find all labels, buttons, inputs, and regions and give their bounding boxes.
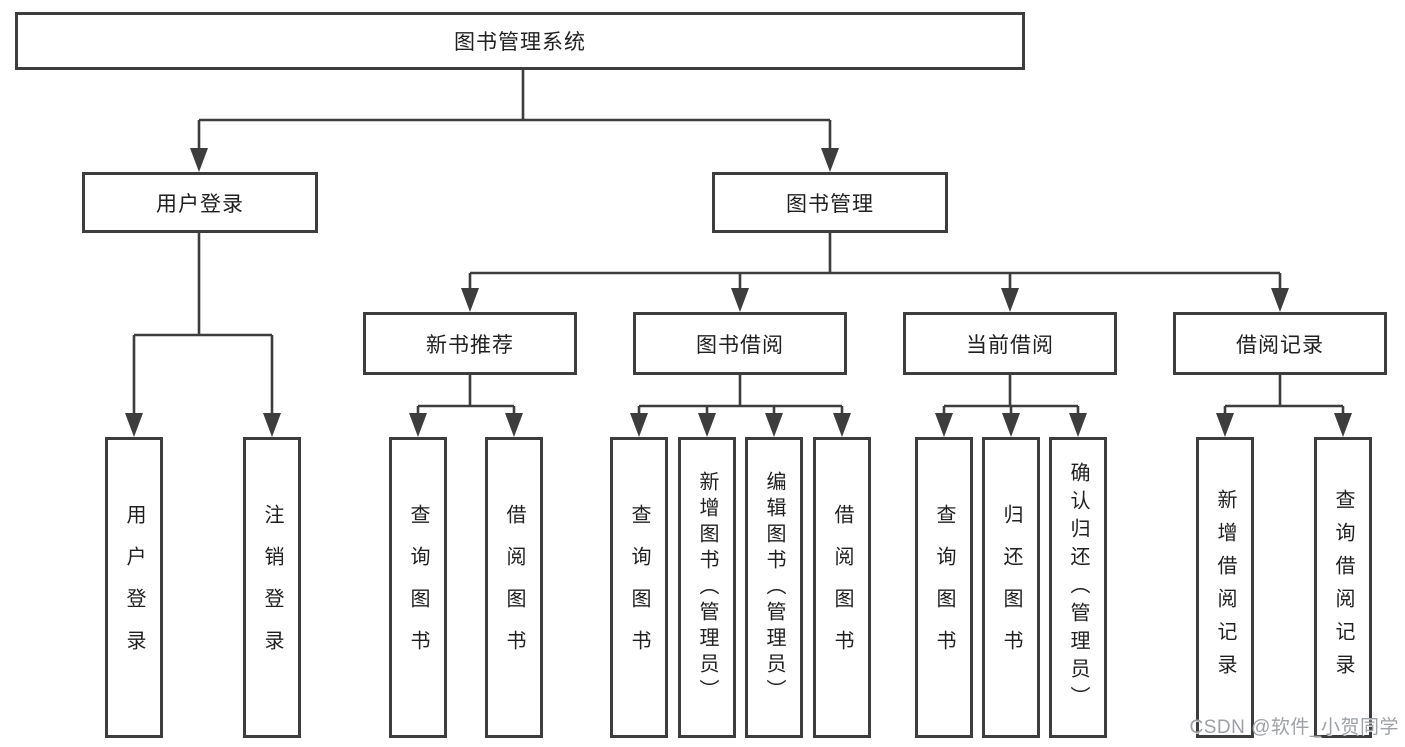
leaf-query-books-recommend: 查询图书 [389,437,447,738]
arrow-down-icon [765,413,783,437]
arrow-down-icon [409,413,427,437]
leaf-borrow-books-recommend: 借阅图书 [485,437,543,738]
node-borrow-records: 借阅记录 [1173,312,1387,375]
edges-current-borrowing-children [935,374,1087,437]
node-label: 注销登录 [261,503,283,672]
arrow-down-icon [731,288,749,312]
node-label: 编辑图书（管理员） [763,470,785,705]
node-label: 归还图书 [1000,503,1022,672]
node-label: 借阅记录 [1236,333,1324,357]
edges-root-to-level2 [190,70,839,172]
leaf-logout-login: 注销登录 [243,437,301,738]
node-label: 查询图书 [628,503,650,672]
arrow-down-icon [125,413,143,437]
node-label: 查询图书 [407,503,429,672]
arrow-down-icon [263,413,281,437]
arrow-down-icon [1001,288,1019,312]
leaf-confirm-return-admin: 确认归还（管理员） [1049,437,1107,738]
node-label: 查询借阅记录 [1332,488,1354,687]
node-label: 用户登录 [123,503,145,672]
edges-borrow-records-children [1216,374,1352,437]
arrow-down-icon [1002,413,1020,437]
edges-book-management-children [461,233,1289,312]
node-label: 借阅图书 [503,503,525,672]
leaf-user-login: 用户登录 [105,437,163,738]
leaf-borrow-books-borrowing: 借阅图书 [813,437,871,738]
arrow-down-icon [698,413,716,437]
edges-new-book-children [409,374,523,437]
node-book-management: 图书管理 [712,172,948,233]
leaf-return-books: 归还图书 [982,437,1040,738]
node-label: 新书推荐 [426,333,514,357]
leaf-add-borrow-record: 新增借阅记录 [1196,437,1254,738]
leaf-query-books-borrowing: 查询图书 [610,437,668,738]
edges-book-borrowing-children [630,374,851,437]
arrow-down-icon [1271,288,1289,312]
arrow-down-icon [833,413,851,437]
arrow-down-icon [505,413,523,437]
leaf-add-book-admin: 新增图书（管理员） [678,437,736,738]
arrow-down-icon [1216,413,1234,437]
arrow-down-icon [935,413,953,437]
node-label: 新增图书（管理员） [696,470,718,705]
edges-user-login-children [125,233,281,437]
node-new-book-recommendation: 新书推荐 [363,312,577,375]
node-label: 图书管理 [786,192,874,216]
node-user-login: 用户登录 [82,172,318,233]
arrow-down-icon [630,413,648,437]
node-root-system: 图书管理系统 [15,12,1025,70]
node-label: 用户登录 [156,192,244,216]
arrow-down-icon [821,148,839,172]
node-label: 当前借阅 [966,333,1054,357]
node-label: 新增借阅记录 [1214,488,1236,687]
node-label: 确认归还（管理员） [1067,461,1089,714]
node-label: 图书借阅 [696,333,784,357]
node-label: 图书管理系统 [454,31,586,54]
arrow-down-icon [1069,413,1087,437]
node-label: 借阅图书 [831,503,853,672]
leaf-query-books-current: 查询图书 [915,437,973,738]
csdn-watermark: CSDN @软件_小贺同学 [1189,717,1399,738]
arrow-down-icon [190,148,208,172]
arrow-down-icon [461,288,479,312]
arrow-down-icon [1334,413,1352,437]
leaf-query-borrow-record: 查询借阅记录 [1314,437,1372,738]
node-book-borrowing: 图书借阅 [633,312,847,375]
node-label: 查询图书 [933,503,955,672]
node-current-borrowing: 当前借阅 [903,312,1117,375]
leaf-edit-book-admin: 编辑图书（管理员） [745,437,803,738]
